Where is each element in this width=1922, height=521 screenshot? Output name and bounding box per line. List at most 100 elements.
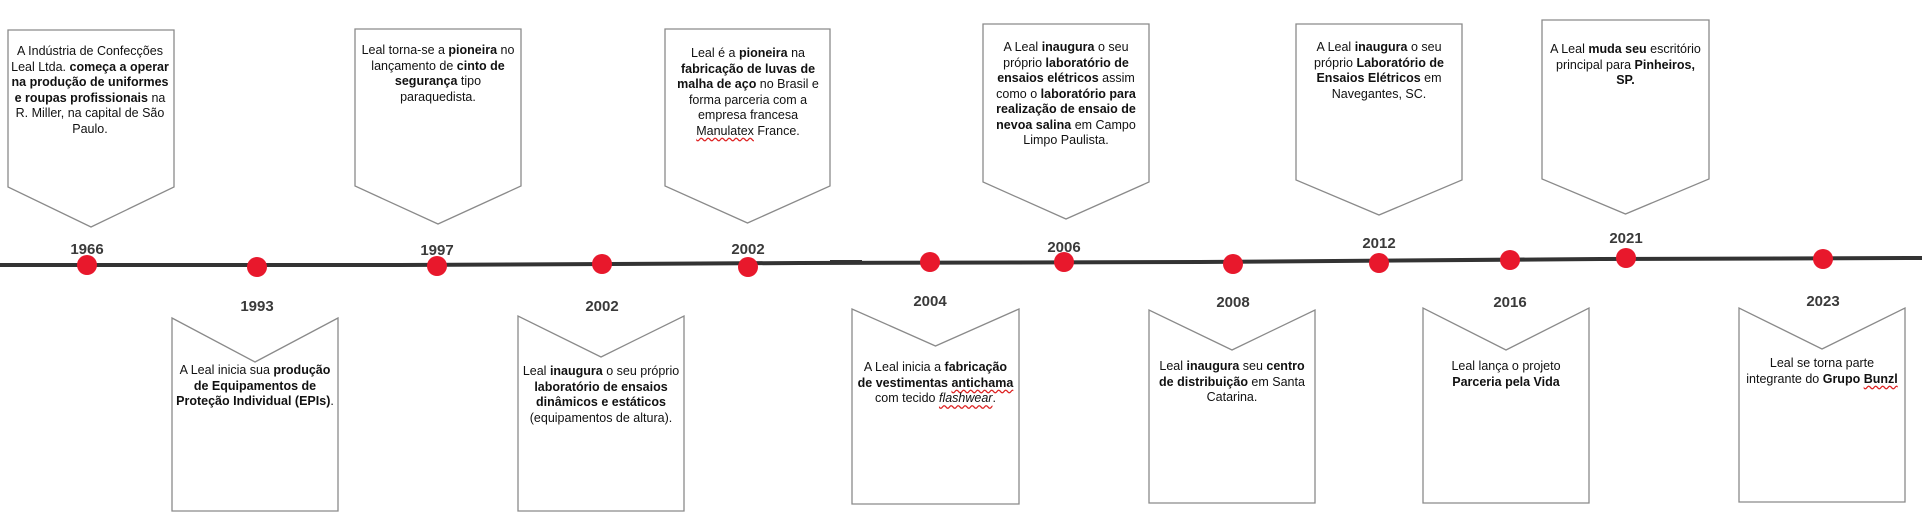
year-label: 2006 [1047, 239, 1081, 256]
event-description: A Leal inaugura o seu próprio Laboratóri… [1299, 40, 1459, 102]
description-fragment: . [992, 391, 996, 405]
description-fragment: cinto de segurança [394, 58, 505, 89]
description-fragment: em Campo Limpo Paulista. [1023, 117, 1136, 148]
year-label: 2012 [1362, 235, 1396, 252]
description-fragment: na R. Miller, na capital de São Paulo. [15, 90, 166, 136]
description-fragment: Manulatex [696, 123, 754, 138]
description-fragment: . [330, 394, 334, 408]
year-label: 2004 [913, 293, 947, 310]
description-fragment: inaugura [1186, 359, 1240, 373]
description-fragment: o seu próprio [1003, 40, 1129, 70]
event-description: A Leal inaugura o seu próprio laboratóri… [986, 40, 1146, 149]
event-description: Leal inaugura seu centro de distribuição… [1153, 359, 1311, 406]
event-description: A Leal inicia a fabricação de vestimenta… [856, 360, 1015, 407]
description-fragment: produção de Equipamentos de Proteção Ind… [176, 363, 331, 408]
event-marker-2012 [1369, 253, 1389, 273]
description-fragment: inaugura [549, 364, 603, 378]
year-label: 2021 [1609, 230, 1643, 247]
description-fragment: pioneira [738, 46, 788, 60]
description-fragment: inaugura [1041, 40, 1095, 54]
description-fragment: Leal lança o projeto [1451, 359, 1561, 373]
description-fragment: Leal [1159, 359, 1187, 373]
description-fragment: no lançamento de [371, 43, 515, 73]
event-marker-2021 [1616, 248, 1636, 268]
event-marker-2004 [920, 252, 940, 272]
event-description: A Indústria de Confecções Leal Ltda. com… [10, 44, 170, 137]
description-fragment: Bunzl [1863, 371, 1898, 386]
timeline-line [0, 256, 1922, 267]
callout-box-2004 [851, 308, 1020, 505]
description-fragment: Grupo [1822, 371, 1864, 386]
callout-box-1966 [7, 29, 175, 228]
description-fragment: centro de distribuição [1159, 359, 1305, 389]
description-fragment: laboratório para realização de ensaio de… [996, 86, 1136, 132]
callout-box-2002 [664, 28, 831, 224]
year-label: 2016 [1493, 294, 1527, 311]
description-fragment: escritório principal para [1556, 42, 1701, 72]
year-label: 1993 [240, 298, 274, 315]
description-fragment: laboratório de ensaios dinâmicos e estát… [534, 379, 668, 410]
description-fragment: A Leal [1003, 40, 1042, 54]
callout-box-1993 [171, 316, 339, 512]
description-fragment: laboratório de ensaios elétricos [997, 55, 1129, 86]
event-marker-1993 [247, 257, 267, 277]
description-fragment: Leal é a [691, 46, 739, 60]
description-fragment: no Brasil e forma parceria com a empresa… [688, 77, 819, 122]
description-fragment: Laboratório de Ensaios Elétricos [1316, 55, 1444, 86]
callout-box-2006 [982, 23, 1150, 220]
year-label: 2008 [1216, 294, 1250, 311]
description-fragment: com tecido [875, 391, 939, 405]
event-marker-2006 [1054, 252, 1074, 272]
callout-box-2012 [1295, 23, 1463, 216]
year-label: 2002 [585, 298, 619, 315]
event-description: Leal se torna parte integrante do Grupo … [1743, 356, 1901, 387]
description-fragment: A Indústria de Confecções Leal Ltda. [11, 44, 163, 74]
event-marker-2016 [1500, 250, 1520, 270]
description-fragment: (equipamentos de altura). [529, 410, 673, 425]
description-fragment: Leal torna-se a [361, 43, 449, 57]
description-fragment: Leal se torna parte integrante do [1746, 356, 1875, 386]
event-marker-1997 [427, 256, 447, 276]
description-fragment: A Leal inicia a [863, 360, 945, 374]
year-label: 1997 [420, 242, 454, 259]
description-fragment: fabricação de luvas de malha de aço [677, 61, 816, 92]
description-fragment: tipo paraquedista. [400, 74, 482, 104]
description-fragment: Pinheiros, SP. [1616, 57, 1695, 88]
event-description: Leal inaugura o seu próprio laboratório … [522, 364, 680, 426]
description-fragment: Leal [522, 364, 550, 378]
description-fragment: começa a operar na produção de uniformes… [11, 59, 169, 105]
callout-box-2016 [1422, 306, 1590, 504]
event-description: A Leal inicia sua produção de Equipament… [176, 363, 334, 410]
description-fragment: o seu próprio [1314, 40, 1442, 70]
description-fragment: A Leal [1316, 40, 1355, 54]
callout-box-2008 [1148, 308, 1316, 504]
year-label: 2002 [731, 241, 765, 258]
description-fragment: antichama [951, 375, 1014, 390]
description-fragment: muda seu [1588, 42, 1647, 56]
event-description: Leal torna-se a pioneira no lançamento d… [358, 43, 518, 105]
callout-box-2002 [517, 314, 685, 512]
event-description: A Leal muda seu escritório principal par… [1546, 42, 1705, 89]
description-fragment: inaugura [1354, 40, 1408, 54]
event-marker-2002 [592, 254, 612, 274]
description-fragment: France. [753, 123, 800, 138]
description-fragment: assim como o [996, 71, 1135, 101]
year-label: 2023 [1806, 293, 1840, 310]
callout-box-2023 [1738, 306, 1906, 503]
description-fragment: flashwear [938, 391, 993, 405]
callout-box-2021 [1541, 19, 1710, 215]
callout-box-1997 [354, 28, 522, 225]
description-fragment: na [787, 46, 805, 60]
description-fragment: em Navegantes, SC. [1331, 71, 1442, 101]
description-fragment: fabricação de vestimentas [857, 360, 1008, 390]
event-marker-2008 [1223, 254, 1243, 274]
description-fragment: Parceria pela Vida [1452, 374, 1560, 389]
description-fragment: seu [1239, 359, 1267, 373]
event-marker-2002 [738, 257, 758, 277]
description-fragment: pioneira [448, 43, 498, 57]
event-description: Leal lança o projeto Parceria pela Vida [1427, 359, 1585, 390]
year-label: 1966 [70, 241, 104, 258]
description-fragment: o seu próprio [602, 364, 680, 378]
event-marker-2023 [1813, 249, 1833, 269]
